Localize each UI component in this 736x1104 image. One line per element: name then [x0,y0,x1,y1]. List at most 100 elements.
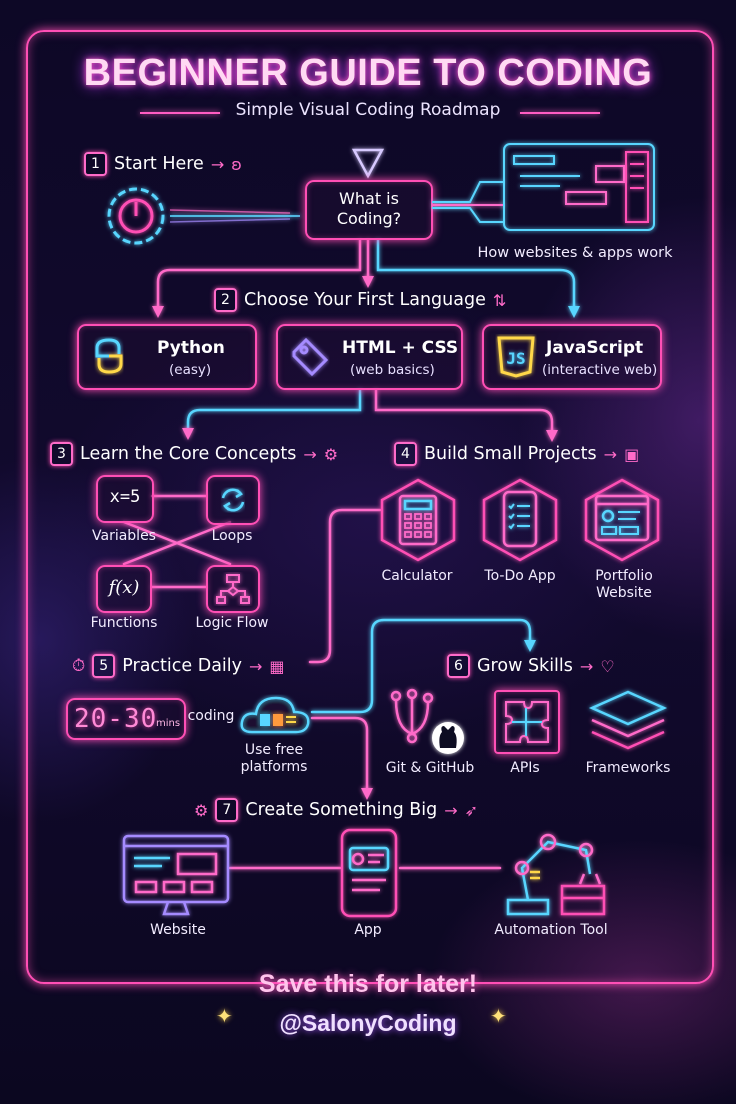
project-label: Portfolio Website [595,568,653,601]
step-7-heading: ⚙ 7 Create Something Big → ➶ [194,798,478,822]
frameworks-layers-icon[interactable] [588,688,668,756]
project-label: To-Do App [484,568,556,584]
language-python-card[interactable]: Python (easy) [77,324,257,390]
concept-label: Variables [92,528,156,544]
concept-label: Logic Flow [195,615,269,631]
timer-unit: mins [156,718,181,729]
concept-functions-icon[interactable]: f(x) [96,565,152,613]
step-1-heading: 1 Start Here → ʚ [84,152,242,176]
create-label: Automation Tool [494,922,608,938]
language-name: Python [157,338,225,358]
arrow-icon: → [603,444,618,464]
language-name: JavaScript [546,338,644,358]
timer-display: 20-30 mins [66,698,186,740]
what-is-coding-label: What is Coding? [336,189,402,228]
step-label: Start Here [114,154,204,174]
step-label: Build Small Projects [424,444,597,464]
step-label: Learn the Core Concepts [80,444,297,464]
ear-icon: ʚ [231,154,242,174]
step-number: 2 [214,288,237,312]
language-note: (web basics) [350,362,435,378]
variables-glyph: x=5 [109,487,141,507]
what-is-coding-box[interactable]: What is Coding? [305,180,433,240]
step-2-heading: 2 Choose Your First Language ⇅ [214,288,506,312]
arrow-icon: → [444,800,458,820]
page-title: BEGINNER GUIDE TO CODING [83,52,653,94]
concept-label: Functions [90,615,158,631]
step-3-heading: 3 Learn the Core Concepts → ⚙ [50,442,338,466]
coding-label: coding [187,708,235,724]
language-note: (easy) [169,362,212,378]
stopwatch-icon: ⏱ [72,656,86,676]
concept-loops-icon[interactable] [206,475,260,525]
todo-app-icon[interactable] [478,478,562,562]
puzzle-icon [505,701,549,743]
website-monitor-icon[interactable] [122,834,232,920]
apis-puzzle-icon[interactable] [494,690,560,754]
step-number: 3 [50,442,73,466]
step-number: 6 [447,654,470,678]
sparkle-icon: ✦ [490,1004,507,1028]
subtitle-line-left [140,112,220,114]
skill-label: APIs [510,760,540,776]
javascript-icon: JS [497,336,535,378]
rocket-icon: ➶ [464,800,479,820]
how-websites-caption: How websites & apps work [477,245,673,261]
create-label: Website [150,922,206,938]
step-5-heading: ⏱ 5 Practice Daily → ▦ [72,654,285,678]
gear-icon: ⚙ [194,800,209,820]
main-frame [26,30,714,984]
calculator-icon[interactable] [376,478,460,562]
skill-label: Git & GitHub [385,760,475,776]
arrow-icon: → [249,656,263,676]
growth-icon: ♡ [600,656,615,676]
step-label: Choose Your First Language [244,290,486,310]
step-number: 7 [215,798,239,822]
robot-arm-icon[interactable] [500,828,610,920]
platforms-label: Use free platforms [240,742,308,775]
step-number: 5 [92,654,116,678]
flowchart-icon [216,574,250,604]
chip-icon: ⚙ [323,444,339,464]
language-name: HTML + CSS [342,338,459,358]
concept-variables-icon[interactable]: x=5 [96,475,154,523]
page-subtitle: Simple Visual Coding Roadmap [235,100,501,120]
concept-label: Loops [211,528,253,544]
mobile-app-icon[interactable] [340,828,400,920]
calendar-icon: ▦ [269,656,285,676]
arrow-icon: → [210,154,225,174]
step-number: 4 [394,442,417,466]
skill-label: Frameworks [585,760,671,776]
python-icon [95,338,123,374]
briefcase-icon: ▣ [624,444,640,464]
arrow-icon: → [579,656,594,676]
step-label: Create Something Big [245,800,438,820]
power-icon [107,187,300,245]
save-cta: Save this for later! [258,970,478,998]
website-diagram-icon [432,143,655,231]
tag-icon [292,337,329,377]
step-number: 1 [84,152,107,176]
git-github-icon[interactable] [388,688,472,756]
step-4-heading: 4 Build Small Projects → ▣ [394,442,639,466]
create-label: App [354,922,382,938]
cloud-platforms-icon[interactable] [238,690,314,738]
split-arrow-icon: ⇅ [492,290,507,310]
language-note: (interactive web) [542,362,658,378]
step-label: Grow Skills [477,656,573,676]
language-javascript-card[interactable]: JS JavaScript (interactive web) [482,324,662,390]
step-6-heading: 6 Grow Skills → ♡ [447,654,615,678]
portfolio-website-icon[interactable] [580,478,664,562]
subtitle-line-right [520,112,600,114]
sparkle-icon: ✦ [216,1004,233,1028]
author-handle: @SalonyCoding [279,1010,457,1036]
arrow-icon: → [303,444,317,464]
concept-logic-flow-icon[interactable] [206,565,260,613]
svg-text:JS: JS [506,349,525,368]
step-label: Practice Daily [122,656,243,676]
project-label: Calculator [381,568,453,584]
language-html-css-card[interactable]: HTML + CSS (web basics) [276,324,463,390]
timer-value: 20-30 [74,704,158,734]
loop-icon [221,488,245,512]
